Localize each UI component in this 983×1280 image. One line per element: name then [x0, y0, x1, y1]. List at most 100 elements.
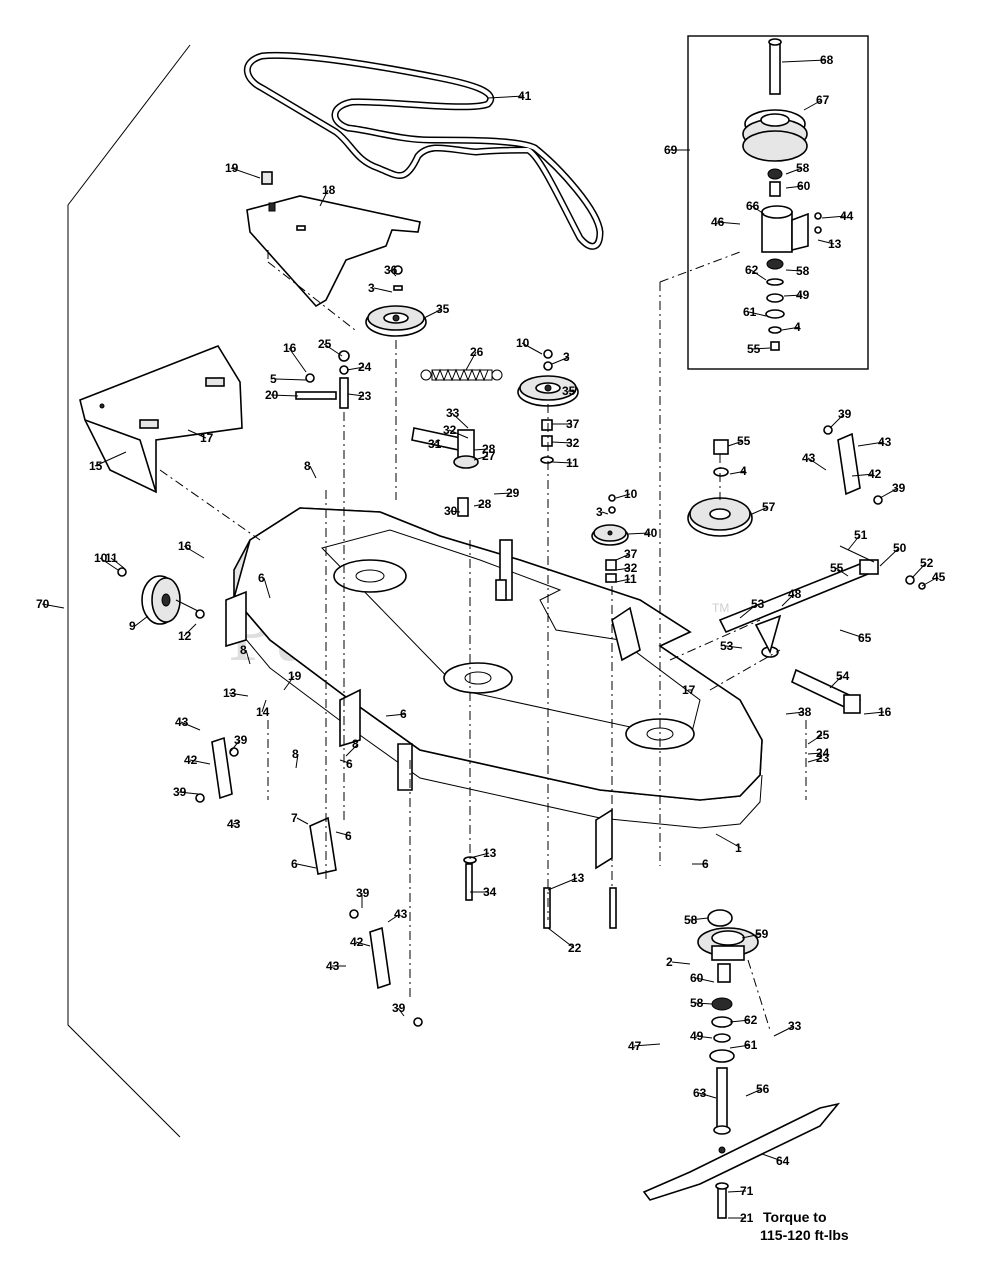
- callout-6: 6: [339, 757, 353, 771]
- callout-33: 33: [446, 406, 469, 429]
- callout-11: 11: [551, 456, 579, 470]
- callout-leader: [729, 470, 747, 475]
- callout-leader: [725, 645, 743, 649]
- callout-leader: [839, 629, 865, 639]
- callout-leader: [803, 99, 823, 111]
- idler-pulley-35-right: [517, 375, 579, 407]
- callout-leader: [433, 439, 441, 445]
- callout-number: 47: [628, 1039, 642, 1053]
- callout-leader: [821, 215, 847, 219]
- callout-number: 11: [624, 572, 637, 586]
- center-lines: [159, 251, 807, 1031]
- callout-63: 63: [693, 1086, 717, 1100]
- callout-number: 6: [258, 571, 265, 585]
- callout-number: 4: [740, 464, 747, 478]
- callout-21: 21: [728, 1211, 754, 1225]
- callout-number: 25: [816, 728, 830, 742]
- callout-number: 25: [318, 337, 332, 351]
- callout-number: 55: [830, 561, 844, 575]
- callout-number: 31: [428, 437, 442, 451]
- callout-39: 39: [879, 481, 906, 499]
- callout-2: 2: [666, 955, 691, 969]
- callout-60: 60: [690, 971, 715, 985]
- callout-leader: [851, 473, 875, 477]
- spring-26: [420, 368, 503, 382]
- callout-number: 60: [690, 971, 704, 985]
- callout-56: 56: [745, 1082, 770, 1097]
- callout-leader: [335, 831, 352, 837]
- callout-leader: [847, 534, 861, 551]
- callout-number: 6: [346, 757, 353, 771]
- callout-leader: [473, 448, 489, 451]
- callout-25: 25: [318, 337, 343, 357]
- callout-leader: [521, 342, 543, 355]
- callout-leader: [785, 185, 804, 189]
- callout-20: 20: [265, 388, 299, 402]
- callout-number: 58: [796, 161, 810, 175]
- callout-37: 37: [615, 547, 638, 561]
- callout-leader: [785, 711, 805, 715]
- callout-5: 5: [270, 372, 307, 386]
- callout-number: 6: [291, 857, 298, 871]
- callout-59: 59: [741, 927, 769, 941]
- callout-number: 39: [392, 1001, 406, 1015]
- callout-6: 6: [335, 829, 352, 843]
- callout-number: 49: [690, 1029, 704, 1043]
- callout-62: 62: [729, 1013, 758, 1027]
- callout-42: 42: [350, 935, 371, 949]
- callout-16: 16: [283, 341, 307, 373]
- callout-leader: [879, 547, 900, 567]
- callout-leader: [295, 753, 299, 769]
- callout-number: 8: [352, 737, 359, 751]
- callout-leader: [355, 941, 371, 947]
- callout-number: 53: [720, 639, 734, 653]
- callout-leader: [835, 567, 849, 577]
- callout-8: 8: [345, 737, 359, 757]
- callout-leader: [94, 451, 127, 467]
- watermark-trademark: TM: [712, 601, 729, 615]
- callout-leader: [627, 532, 651, 535]
- callout-leader: [817, 239, 835, 245]
- callout-number: 10: [624, 487, 638, 501]
- callout-26: 26: [465, 345, 484, 371]
- callout-leader: [183, 545, 205, 559]
- callout-number: 19: [225, 161, 239, 175]
- callout-number: 17: [200, 431, 214, 445]
- callout-number: 22: [568, 941, 582, 955]
- callout-61: 61: [743, 305, 767, 319]
- callout-52: 52: [911, 556, 934, 579]
- callout-58: 58: [684, 913, 709, 927]
- callout-54: 54: [829, 669, 850, 689]
- callout-leader: [751, 205, 765, 215]
- callout-55: 55: [747, 342, 771, 356]
- callout-leader: [551, 461, 573, 464]
- callout-number: 37: [566, 417, 580, 431]
- callout-51: 51: [847, 528, 868, 551]
- callout-leader: [346, 366, 365, 371]
- callout-33: 33: [773, 1019, 802, 1037]
- callout-leader: [715, 833, 742, 849]
- callout-13: 13: [547, 871, 585, 891]
- callout-number: 11: [105, 551, 118, 565]
- callout-leader: [615, 578, 631, 583]
- callout-32: 32: [443, 423, 469, 439]
- callout-71: 71: [727, 1184, 754, 1198]
- callout-number: 69: [664, 143, 678, 157]
- callout-number: 58: [796, 264, 810, 278]
- callout-number: 23: [358, 389, 372, 403]
- callout-leader: [727, 440, 744, 447]
- callout-43: 43: [857, 435, 892, 449]
- callout-49: 49: [690, 1029, 713, 1043]
- callout-leader: [547, 927, 575, 949]
- callout-number: 18: [322, 183, 336, 197]
- callout-55: 55: [727, 434, 751, 448]
- callout-number: 2: [666, 955, 673, 969]
- callout-number: 61: [744, 1038, 758, 1052]
- idler-pulley-40: [591, 494, 629, 583]
- callout-11: 11: [105, 551, 125, 569]
- deflector-shield-15: [79, 345, 243, 494]
- callout-leader: [465, 351, 477, 371]
- callout-number: 32: [624, 561, 638, 575]
- callout-12: 12: [178, 623, 197, 643]
